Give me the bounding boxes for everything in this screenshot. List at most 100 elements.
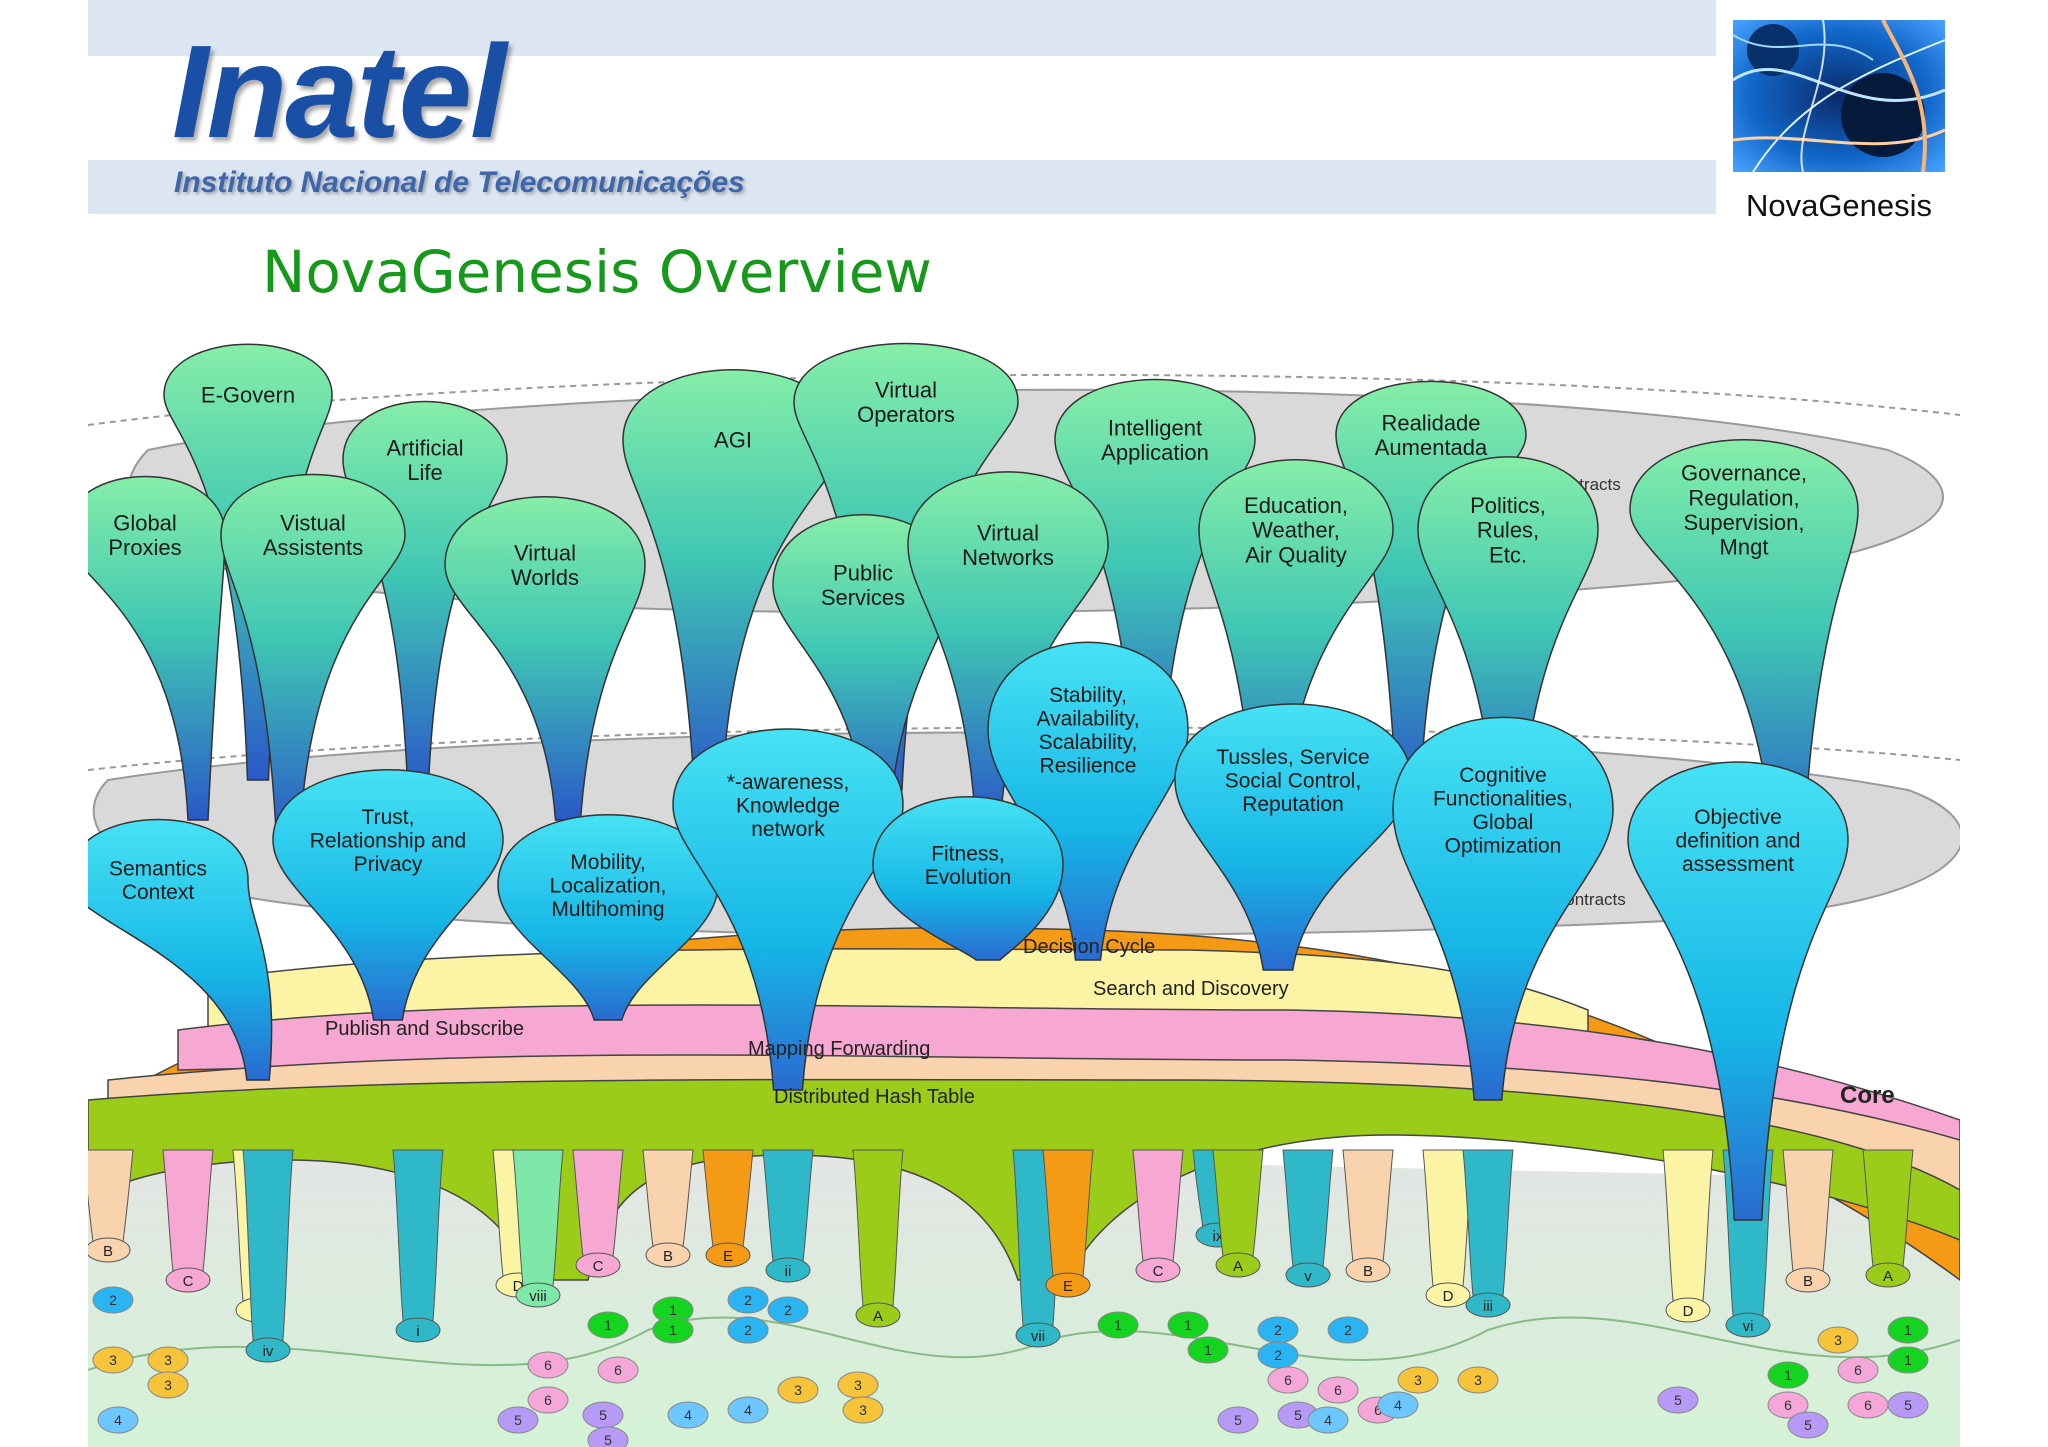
service-balloon-3-label-line: Knowledge	[736, 794, 840, 817]
pillar-label-5: D	[513, 1278, 524, 1295]
node-circle-40	[1887, 1346, 1929, 1374]
slide-title: NovaGenesis Overview	[262, 238, 932, 306]
node-circle-14	[527, 1386, 569, 1414]
pillar-foot-0	[88, 1237, 131, 1263]
layer-label-dht: Distributed Hash Table	[774, 1086, 975, 1108]
app-balloon-0-label: E-Govern	[201, 383, 295, 408]
app-balloon-0-label-line: E-Govern	[201, 383, 295, 408]
service-balloon-7-shape	[1392, 716, 1614, 1101]
app-balloon-13-label-line: Mngt	[1720, 535, 1769, 560]
node-circle-8	[652, 1316, 694, 1344]
pillar-label-20: iii	[1483, 1298, 1493, 1315]
node-circle-24	[1167, 1311, 1209, 1339]
layer-labels: Decision Cycle Search and Discovery Publ…	[325, 936, 1289, 1108]
node-label-37: 3	[1474, 1372, 1482, 1388]
app-balloon-2-label: AGI	[714, 428, 752, 453]
pillar-label-15: ix	[1213, 1228, 1224, 1245]
pillar-label-13: E	[1063, 1278, 1073, 1295]
node-label-26: 2	[1274, 1322, 1282, 1338]
app-balloon-12-shape	[1417, 456, 1599, 841]
node-circle-18	[667, 1401, 709, 1429]
pillar-foot-16	[1215, 1252, 1261, 1278]
pillar-foot-23	[1785, 1267, 1831, 1293]
service-balloon-2: Mobility,Localization,Multihoming	[497, 814, 719, 1021]
node-circle-41	[1767, 1361, 1809, 1389]
node-label-4: 4	[114, 1412, 122, 1428]
app-balloon-13-label-line: Supervision,	[1683, 510, 1804, 535]
app-balloon-13-label-line: Regulation,	[1688, 485, 1799, 510]
header-band-top	[88, 0, 1716, 56]
app-balloon-9-label-line: Services	[821, 585, 905, 610]
service-balloon-4-label-line: Resilience	[1040, 755, 1137, 778]
pillar-foot-21	[1665, 1297, 1711, 1323]
pillar-foot-6	[515, 1282, 561, 1308]
node-circle-47	[1657, 1386, 1699, 1414]
pillar-label-24: A	[1883, 1268, 1893, 1285]
app-balloon-2: AGI	[622, 369, 844, 791]
service-balloon-7-label-line: Global	[1473, 811, 1534, 834]
pillar-foot-14	[1135, 1257, 1181, 1283]
node-circle-46	[1787, 1411, 1829, 1439]
node-circle-12	[527, 1351, 569, 1379]
node-label-35: 4	[1394, 1397, 1402, 1413]
service-balloon-6-label-line: Tussles, Service	[1216, 746, 1369, 769]
node-label-21: 3	[854, 1377, 862, 1393]
service-balloon-4-label: Stability,Availability,Scalability,Resil…	[1036, 684, 1139, 778]
node-circle-6	[587, 1311, 629, 1339]
inatel-logo: Inatel	[172, 18, 507, 165]
app-balloon-12-label-line: Etc.	[1489, 542, 1527, 567]
pillar-foot-10	[765, 1257, 811, 1283]
node-label-27: 2	[1344, 1322, 1352, 1338]
app-balloon-12: Politics,Rules,Etc.	[1417, 456, 1599, 841]
pillar-label-22: vi	[1743, 1318, 1754, 1335]
layer-label-search-discovery: Search and Discovery	[1093, 978, 1289, 1000]
header-band-bottom	[88, 160, 1716, 214]
node-label-8: 1	[669, 1322, 677, 1338]
node-circle-34	[1307, 1406, 1349, 1434]
app-balloon-13: Governance,Regulation,Supervision,Mngt	[1629, 439, 1859, 861]
service-balloon-4-label-line: Stability,	[1049, 684, 1127, 707]
pillar-foot-19	[1425, 1282, 1471, 1308]
node-label-14: 6	[544, 1392, 552, 1408]
node-circle-10	[767, 1296, 809, 1324]
node-label-1: 3	[164, 1352, 172, 1368]
layer-label-mapping-forwarding: Mapping Forwarding	[748, 1038, 930, 1060]
service-balloon-4-label-line: Scalability,	[1039, 731, 1138, 754]
app-balloon-3-label-line: Virtual	[875, 377, 937, 402]
pillar-label-12: vii	[1031, 1328, 1045, 1345]
node-label-40: 1	[1904, 1352, 1912, 1368]
node-circle-19	[727, 1396, 769, 1424]
node-label-18: 4	[684, 1407, 692, 1423]
app-balloon-9-label-line: Public	[833, 560, 893, 585]
node-label-34: 4	[1324, 1412, 1332, 1428]
app-balloon-4-label-line: Intelligent	[1108, 415, 1202, 440]
node-label-41: 1	[1784, 1367, 1792, 1383]
pillar-foot-12	[1015, 1322, 1061, 1348]
node-label-19: 4	[744, 1402, 752, 1418]
service-balloon-2-shape	[497, 814, 719, 1021]
app-balloon-7-label-line: Vistual	[280, 510, 346, 535]
node-label-16: 5	[604, 1432, 612, 1447]
pillar-label-9: E	[723, 1248, 733, 1265]
pillar-label-3: iv	[263, 1343, 274, 1360]
node-label-45: 5	[1904, 1397, 1912, 1413]
inatel-subtitle: Instituto Nacional de Telecomunicações	[174, 166, 745, 199]
pillar-label-4: i	[416, 1323, 419, 1340]
app-balloon-6-label-line: Global	[113, 510, 177, 535]
service-balloon-3-shape	[672, 728, 904, 1091]
node-circle-0	[92, 1286, 134, 1314]
service-balloon-0-label-line: Context	[122, 881, 195, 904]
node-label-25: 1	[1204, 1342, 1212, 1358]
node-label-36: 3	[1414, 1372, 1422, 1388]
pillar-foot-20	[1465, 1292, 1511, 1318]
app-balloon-8-shape	[444, 496, 646, 821]
service-balloon-8-shape	[1627, 761, 1849, 1221]
app-balloon-6-label-line: Proxies	[108, 535, 181, 560]
service-balloon-5: Fitness,Evolution	[872, 796, 1064, 961]
